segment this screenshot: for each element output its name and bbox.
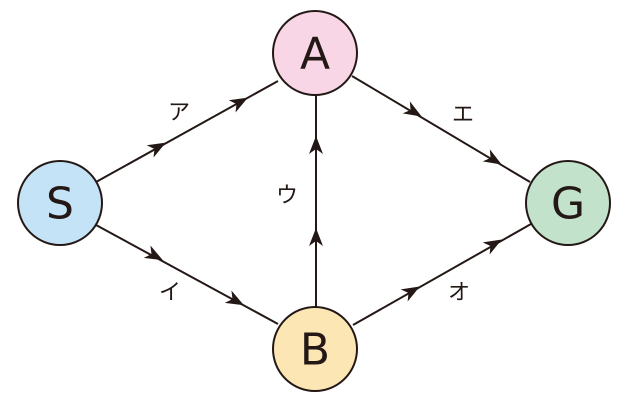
- edge-label-i: イ: [159, 281, 181, 306]
- edge-label-a: ア: [168, 101, 190, 126]
- node-b: B: [272, 306, 358, 392]
- edge-b-g-arrow-1: [400, 286, 420, 302]
- edge-label-o: オ: [448, 281, 470, 306]
- node-b-label: B: [300, 325, 330, 376]
- node-g-label: G: [551, 179, 585, 230]
- node-s-circle: [17, 160, 103, 246]
- edge-b-a-arrow-2: [309, 136, 323, 154]
- node-s: S: [17, 160, 103, 246]
- edge-b-g-line: [352, 223, 532, 326]
- node-g-circle: [525, 160, 611, 246]
- edge-a-g-line: [351, 75, 531, 183]
- edge-s-b-arrow-2: [224, 290, 244, 306]
- edge-b-g-arrow-2: [482, 239, 502, 255]
- node-a-circle: [272, 10, 358, 96]
- edge-s-b-arrow-1: [143, 245, 163, 261]
- node-a-label: A: [300, 29, 330, 80]
- edge-a-g-arrow-2: [482, 149, 502, 165]
- edge-b-a-arrow-1: [309, 228, 323, 246]
- node-b-circle: [272, 306, 358, 392]
- node-g: G: [525, 160, 611, 246]
- edge-label-e: エ: [452, 103, 474, 128]
- edge-s-a-arrow-1: [146, 142, 166, 158]
- node-s-label: S: [46, 179, 74, 230]
- edge-s-a-arrow-2: [228, 97, 248, 113]
- edge-labels: ア イ ウ エ オ: [159, 101, 474, 306]
- edge-s-b-line: [95, 224, 279, 325]
- arrowheads: [143, 97, 502, 306]
- edge-a-g-arrow-1: [402, 101, 422, 117]
- node-a: A: [272, 10, 358, 96]
- edge-label-u: ウ: [276, 184, 298, 209]
- edge-s-a-line: [95, 80, 279, 183]
